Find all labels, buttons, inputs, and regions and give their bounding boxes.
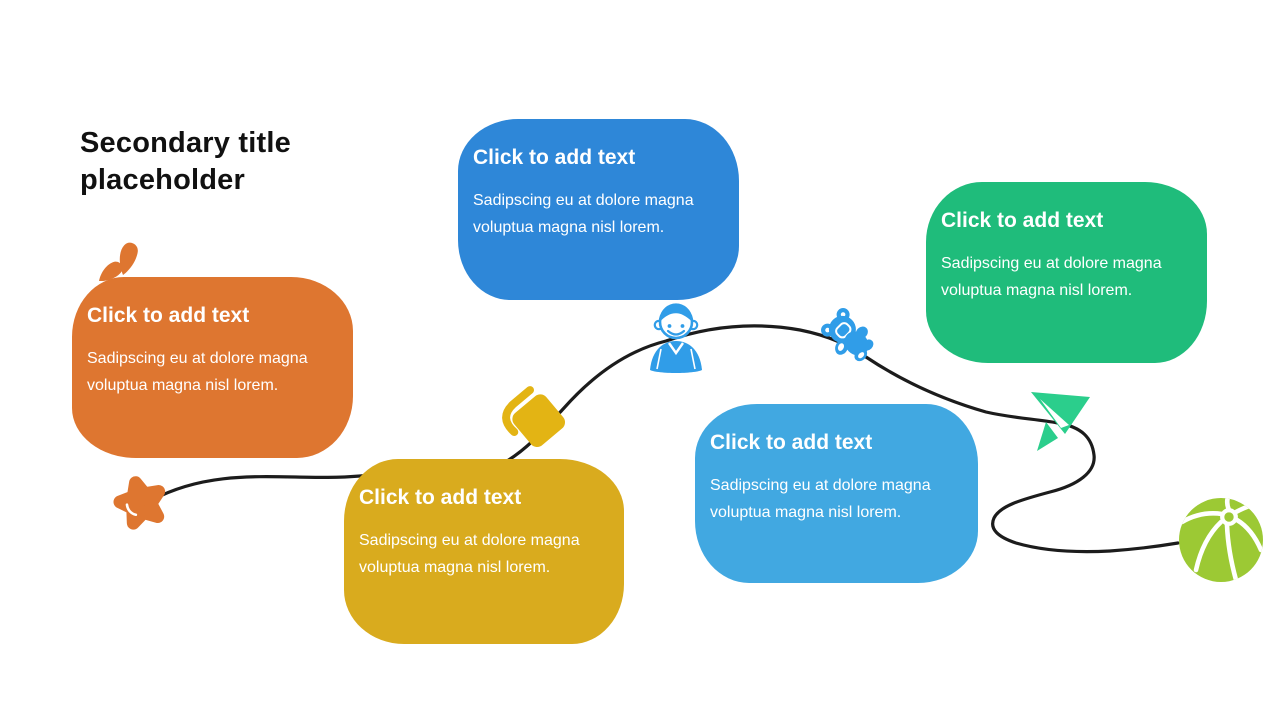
card-body: Sadipscing eu at dolore magna voluptua m… (473, 192, 694, 236)
card-heading: Click to add text (710, 431, 873, 454)
card-body: Sadipscing eu at dolore magna voluptua m… (87, 350, 308, 394)
card-body: Sadipscing eu at dolore magna voluptua m… (359, 532, 580, 576)
boy-icon (650, 303, 702, 373)
card-heading: Click to add text (87, 304, 250, 327)
card-body: Sadipscing eu at dolore magna voluptua m… (941, 255, 1162, 299)
star-icon (113, 476, 166, 530)
card-heading: Click to add text (941, 209, 1104, 232)
card-heading: Click to add text (359, 486, 522, 509)
book-icon (502, 386, 566, 447)
card-heading: Click to add text (473, 146, 636, 169)
teddy-bear-icon (821, 308, 874, 362)
paper-plane-icon (1031, 392, 1090, 451)
card-green[interactable]: Click to add text Sadipscing eu at dolor… (926, 182, 1207, 363)
card-yellow[interactable]: Click to add text Sadipscing eu at dolor… (344, 459, 624, 644)
card-sky-blue[interactable]: Click to add text Sadipscing eu at dolor… (695, 404, 978, 583)
card-orange[interactable]: Click to add text Sadipscing eu at dolor… (72, 277, 353, 458)
card-blue[interactable]: Click to add text Sadipscing eu at dolor… (458, 119, 739, 300)
ball-icon (1179, 498, 1263, 582)
card-body: Sadipscing eu at dolore magna voluptua m… (710, 477, 931, 521)
slide-title[interactable]: Secondary title placeholder (80, 127, 291, 196)
